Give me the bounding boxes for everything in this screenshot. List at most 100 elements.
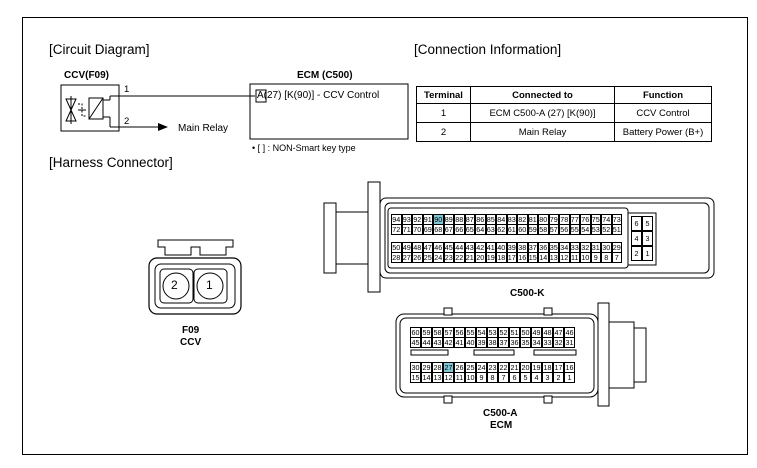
connector-pin: 2	[631, 246, 642, 261]
connector-pin: 55	[569, 224, 580, 235]
connector-pin: 33	[542, 337, 553, 348]
connector-pin: 12	[559, 252, 570, 263]
connector-pin: 4	[631, 231, 642, 246]
connector-pin: 72	[391, 224, 402, 235]
table-row: 1 ECM C500-A (27) [K(90)] CCV Control	[416, 103, 712, 123]
wire-2-number: 2	[124, 116, 130, 127]
wire-1-number: 1	[124, 84, 130, 95]
connector-pin: 31	[564, 337, 575, 348]
connector-pin: 7	[611, 252, 622, 263]
connector-pin: 58	[538, 224, 549, 235]
connector-pin: 44	[421, 337, 432, 348]
connector-pin: 6	[509, 372, 520, 383]
connector-pin: 66	[454, 224, 465, 235]
connection-info-title: [Connection Information]	[414, 42, 562, 57]
ccv-connector-label: CCV	[180, 337, 202, 348]
connector-pin: 34	[531, 337, 542, 348]
cell-terminal: 2	[416, 122, 471, 142]
f09-label: F09	[182, 325, 200, 336]
connector-pin: 43	[432, 337, 443, 348]
connector-pin: 69	[422, 224, 433, 235]
connector-pin: 14	[538, 252, 549, 263]
connector-pin: 27	[401, 252, 412, 263]
connector-pin: 60	[517, 224, 528, 235]
connector-pin: 8	[487, 372, 498, 383]
connector-pin: 54	[580, 224, 591, 235]
connector-pin: 59	[527, 224, 538, 235]
cell-function: Battery Power (B+)	[614, 122, 712, 142]
connector-pin: 25	[422, 252, 433, 263]
connector-pin: 41	[454, 337, 465, 348]
connector-pin: 35	[520, 337, 531, 348]
connector-pin: 23	[443, 252, 454, 263]
c500k-label: C500-K	[510, 288, 545, 299]
connector-pin: 21	[464, 252, 475, 263]
connector-pin: 32	[553, 337, 564, 348]
connector-pin: 51	[611, 224, 622, 235]
connector-pin: 22	[454, 252, 465, 263]
connector-pin: 4	[531, 372, 542, 383]
connector-pin: 6	[631, 216, 642, 231]
connector-pin: 10	[465, 372, 476, 383]
connector-pin: 17	[506, 252, 517, 263]
connector-pin: 11	[454, 372, 465, 383]
connector-pin: 64	[475, 224, 486, 235]
connector-pin: 20	[475, 252, 486, 263]
connector-pin: 19	[485, 252, 496, 263]
connector-pin: 10	[580, 252, 591, 263]
connector-pin: 12	[443, 372, 454, 383]
connector-pin: 57	[548, 224, 559, 235]
smart-key-note: • [ ] : NON-Smart key type	[252, 143, 356, 153]
connector-pin: 37	[498, 337, 509, 348]
connector-pin: 70	[412, 224, 423, 235]
circuit-diagram-title: [Circuit Diagram]	[49, 42, 150, 57]
connector-pin: 67	[443, 224, 454, 235]
connector-pin: 13	[548, 252, 559, 263]
connector-pin: 3	[542, 372, 553, 383]
ecm-pin-label: A(27) [K(90)] - CCV Control	[257, 90, 380, 101]
connector-pin: 65	[464, 224, 475, 235]
connector-pin: 3	[642, 231, 653, 246]
connector-pin: 53	[590, 224, 601, 235]
connector-pin: 39	[476, 337, 487, 348]
connector-pin: 18	[496, 252, 507, 263]
connector-pin: 11	[569, 252, 580, 263]
connection-table: Terminal Connected to Function 1 ECM C50…	[416, 86, 712, 142]
connector-pin: 15	[410, 372, 421, 383]
connector-pin: 7	[498, 372, 509, 383]
connector-pin: 2	[553, 372, 564, 383]
connector-pin: 8	[601, 252, 612, 263]
harness-connector-title: [Harness Connector]	[49, 155, 173, 170]
connector-pin: 52	[601, 224, 612, 235]
connector-pin: 63	[485, 224, 496, 235]
table-row: 2 Main Relay Battery Power (B+)	[416, 122, 712, 142]
connector-pin: 5	[520, 372, 531, 383]
connector-pin: 61	[506, 224, 517, 235]
ccv-label: CCV(F09)	[64, 70, 110, 81]
connector-pin: 1	[642, 246, 653, 261]
connector-pin: 9	[590, 252, 601, 263]
connector-pin: 40	[465, 337, 476, 348]
connector-pin: 56	[559, 224, 570, 235]
ecm-connector-label: ECM	[490, 420, 513, 431]
f09-pin: 1	[206, 278, 213, 292]
main-relay-label: Main Relay	[178, 123, 229, 134]
c500a-label: C500-A	[483, 408, 518, 419]
connector-pin: 62	[496, 224, 507, 235]
ecm-label: ECM (C500)	[297, 70, 353, 81]
connector-pin: 24	[433, 252, 444, 263]
connector-pin: 1	[564, 372, 575, 383]
connector-pin: 14	[421, 372, 432, 383]
diagram-frame	[22, 17, 748, 455]
connector-pin: 15	[527, 252, 538, 263]
connector-pin: 16	[517, 252, 528, 263]
connector-pin: 45	[410, 337, 421, 348]
